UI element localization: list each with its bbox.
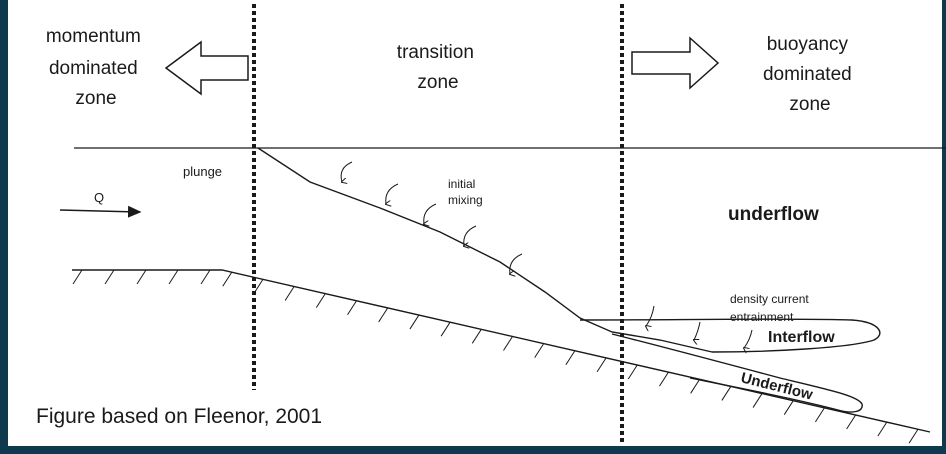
bed-hatch-mark — [565, 350, 576, 366]
bed-hatch-mark — [659, 371, 669, 387]
initial-mixing-line-1: initial — [448, 177, 475, 191]
entrainment-arrow-icon — [744, 329, 753, 348]
figure-caption: Figure based on Fleenor, 2001 — [36, 405, 322, 428]
bed-hatch-mark — [534, 343, 545, 358]
underflow-lobe — [611, 333, 863, 413]
transition-zone-line-1: transition — [397, 42, 474, 63]
bed-hatch-mark — [168, 269, 179, 285]
entrainment-arrows — [341, 161, 753, 348]
bed-hatch-mark — [908, 428, 919, 444]
bed-hatch-mark — [783, 400, 794, 415]
buoyancy-zone-line-3: zone — [789, 94, 830, 115]
momentum-zone-line-2: dominated — [49, 58, 138, 79]
entrainment-arrow-icon — [464, 225, 477, 246]
bed-hatch-mark — [72, 269, 83, 285]
bed-hatch-mark — [752, 393, 763, 408]
bed-hatch-mark — [877, 421, 888, 437]
transition-zone-line-2: zone — [417, 72, 458, 93]
initial-mixing-line-2: mixing — [448, 193, 483, 207]
bed-hatch-mark — [347, 300, 357, 316]
momentum-zone-line-1: momentum — [46, 26, 141, 47]
bed-hatch-mark — [627, 364, 638, 380]
entrainment-arrow-icon — [424, 203, 437, 224]
entrainment-arrow-icon — [646, 305, 655, 326]
bed-hatch-mark — [200, 269, 211, 285]
momentum-zone-label: momentum dominated zone — [46, 26, 146, 109]
interflow-label: Interflow — [768, 329, 835, 346]
initial-mixing-label: initial mixing — [448, 177, 483, 207]
interflow-lobe — [579, 318, 881, 353]
diagram-panel — [8, 0, 942, 446]
plunge-label: plunge — [183, 164, 222, 179]
inflow-arrow-icon — [59, 205, 142, 218]
bed-hatch-mark — [104, 269, 115, 285]
bed-hatch-mark — [253, 279, 264, 294]
density-current-line-1: density current — [730, 292, 809, 306]
bed-hatch-mark — [440, 321, 451, 337]
bed-hatch-mark — [284, 286, 295, 301]
bed-hatch-mark — [846, 414, 857, 430]
bed-hatch-mark — [503, 336, 513, 351]
entrainment-arrow-icon — [694, 321, 701, 340]
bed-hatch-mark — [136, 269, 147, 285]
density-current-label: density current entrainment — [730, 292, 812, 324]
buoyancy-zone-line-1: buoyancy — [767, 34, 849, 55]
bed-hatch-mark — [378, 307, 389, 323]
bed-hatch-mark — [721, 386, 732, 401]
underflow-zone-label: underflow — [728, 204, 819, 225]
bed-hatch-mark — [596, 357, 607, 373]
bed-hatch-mark — [690, 379, 701, 394]
transition-zone-label: transition zone — [397, 42, 479, 93]
buoyancy-zone-line-2: dominated — [763, 64, 852, 85]
bed-hatch-mark — [815, 407, 825, 423]
right-hollow-arrow-icon — [631, 36, 720, 90]
density-current-line-2: entrainment — [730, 310, 794, 324]
entrainment-arrow-icon — [341, 161, 353, 182]
momentum-zone-line-3: zone — [75, 88, 116, 109]
bed-hatch-mark — [409, 314, 420, 330]
buoyancy-zone-label: buoyancy dominated zone — [763, 34, 857, 115]
plunge-interface-line — [257, 147, 713, 353]
left-hollow-arrow-icon — [164, 40, 249, 96]
entrainment-arrow-icon — [386, 183, 399, 204]
bed-hatching — [72, 269, 919, 444]
river-bed-line — [72, 269, 931, 433]
bed-hatch-mark — [471, 329, 482, 344]
entrainment-arrow-icon — [510, 253, 523, 274]
bed-hatch-mark — [315, 293, 326, 308]
inflow-q-label: Q — [94, 190, 104, 205]
bed-hatch-mark — [222, 271, 233, 287]
